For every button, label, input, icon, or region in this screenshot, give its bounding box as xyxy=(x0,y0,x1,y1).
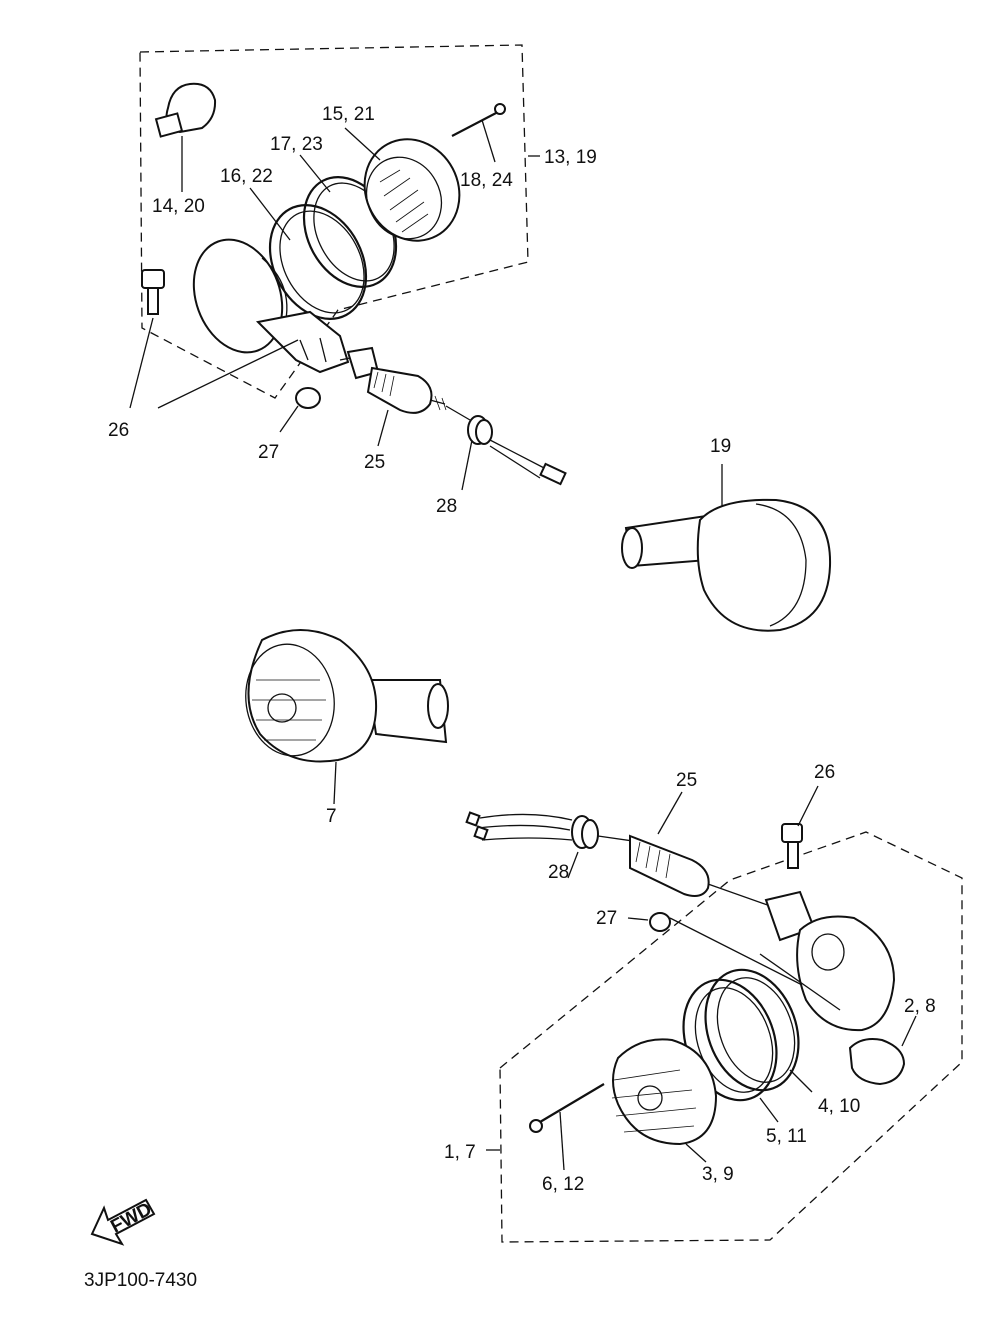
screw-top xyxy=(451,103,506,163)
grommet-wires-bottom xyxy=(465,811,641,879)
callout-5-11: 5, 11 xyxy=(766,1126,807,1147)
callout-25-bottom: 25 xyxy=(676,770,697,791)
bottom-assembly-frame xyxy=(486,831,963,1243)
rim-top xyxy=(363,138,461,242)
bolt-26-bottom xyxy=(781,785,819,869)
top-assembly-frame xyxy=(139,44,540,399)
assembled-lamp-19 xyxy=(621,464,832,632)
callout-26-top: 26 xyxy=(108,420,129,441)
callout-1-7: 1, 7 xyxy=(444,1142,476,1163)
fwd-label: FWD xyxy=(107,1199,155,1238)
callout-13-19: 13, 19 xyxy=(544,147,597,168)
diagram-code: 3JP100-7430 xyxy=(84,1270,197,1291)
callout-4-10: 4, 10 xyxy=(818,1096,860,1117)
callout-7: 7 xyxy=(326,806,337,827)
socket-25-bottom xyxy=(629,791,777,909)
assembled-lamp-7 xyxy=(245,629,449,805)
screw-bottom xyxy=(529,1083,605,1171)
housing-bottom xyxy=(759,890,896,1032)
leaders-top xyxy=(249,127,389,447)
callout-17-23: 17, 23 xyxy=(270,134,323,155)
callout-25-top: 25 xyxy=(364,452,385,473)
housing-stem-top xyxy=(255,310,471,421)
grommet-wires-top xyxy=(461,415,567,491)
callout-28-bottom: 28 xyxy=(548,862,569,883)
bulb-2-8 xyxy=(848,1015,917,1086)
callout-19: 19 xyxy=(710,436,731,457)
callout-18-24: 18, 24 xyxy=(460,170,513,191)
fwd-arrow-icon: FWD xyxy=(90,1198,156,1246)
callout-28-top: 28 xyxy=(436,496,457,517)
callout-3-9: 3, 9 xyxy=(702,1164,734,1185)
lens-bottom xyxy=(611,1038,718,1163)
callout-2-8: 2, 8 xyxy=(904,996,936,1017)
callout-14-20: 14, 20 xyxy=(152,196,205,217)
callout-6-12: 6, 12 xyxy=(542,1174,584,1195)
callout-15-21: 15, 21 xyxy=(322,104,375,125)
callout-27-bottom: 27 xyxy=(596,908,617,929)
bulb-14-20 xyxy=(154,82,217,192)
callout-16-22: 16, 22 xyxy=(220,166,273,187)
bolt-26-top xyxy=(129,269,299,409)
callout-26-bottom: 26 xyxy=(814,762,835,783)
nut-27-top xyxy=(279,387,321,433)
callout-labels: 13, 19 14, 20 15, 21 16, 22 17, 23 18, 2… xyxy=(108,104,936,1195)
nut-27-bottom xyxy=(627,912,813,991)
callout-27-top: 27 xyxy=(258,442,279,463)
